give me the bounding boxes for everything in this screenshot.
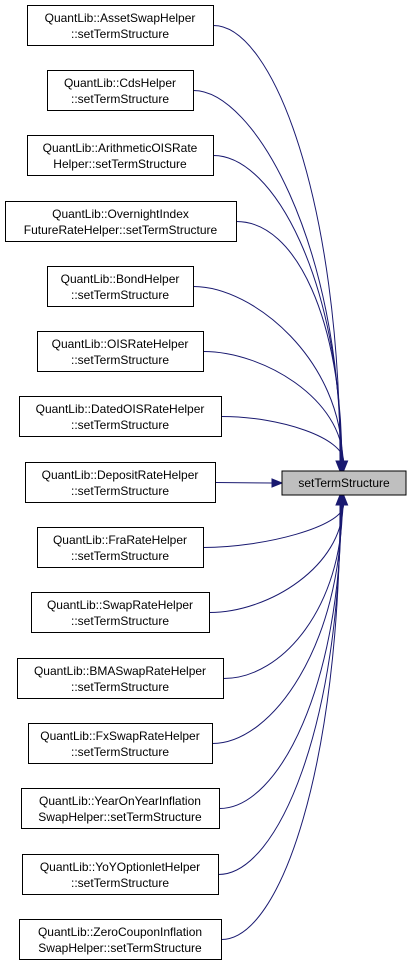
caller-node-label-line1: QuantLib::BMASwapRateHelper — [34, 664, 206, 678]
caller-nodes: QuantLib::AssetSwapHelper::setTermStruct… — [5, 5, 237, 960]
caller-node-label-line1: QuantLib::FraRateHelper — [53, 533, 187, 547]
call-edge — [218, 504, 342, 875]
caller-node-box[interactable] — [47, 266, 194, 307]
caller-node-label-line1: QuantLib::ArithmeticOISRate — [43, 141, 198, 155]
caller-node-label-line2: ::setTermStructure — [71, 745, 169, 759]
caller-node-label-line1: QuantLib::CdsHelper — [64, 76, 176, 90]
caller-node-label-line2: FutureRateHelper::setTermStructure — [24, 223, 218, 237]
call-edge — [209, 504, 344, 613]
caller-node-label-line1: QuantLib::YoYOptionletHelper — [40, 860, 200, 874]
caller-node[interactable]: QuantLib::DepositRateHelper::setTermStru… — [25, 462, 216, 503]
caller-node-label-line1: QuantLib::DatedOISRateHelper — [36, 402, 205, 416]
caller-node-box[interactable] — [25, 462, 216, 503]
arrowhead — [338, 460, 349, 473]
caller-node-label-line2: ::setTermStructure — [71, 92, 169, 106]
caller-node-label-line2: ::setTermStructure — [71, 614, 169, 628]
caller-node[interactable]: QuantLib::ArithmeticOISRateHelper::setTe… — [27, 135, 214, 176]
caller-node-label-line2: SwapHelper::setTermStructure — [38, 941, 202, 955]
caller-node-label-line1: QuantLib::OISRateHelper — [52, 337, 189, 351]
caller-node-label-line1: QuantLib::YearOnYearInflation — [39, 794, 201, 808]
call-edge — [213, 25, 341, 462]
caller-node-label-line1: QuantLib::FxSwapRateHelper — [40, 729, 199, 743]
caller-node-label-line2: ::setTermStructure — [71, 288, 169, 302]
caller-node-label-line2: ::setTermStructure — [71, 484, 169, 498]
caller-node-label-line2: ::setTermStructure — [71, 27, 169, 41]
call-edge — [203, 351, 344, 462]
caller-node-box[interactable] — [37, 527, 204, 568]
caller-node-label-line2: SwapHelper::setTermStructure — [38, 810, 202, 824]
caller-node-box[interactable] — [17, 658, 224, 699]
caller-node-box[interactable] — [21, 788, 220, 829]
caller-node-label-line2: ::setTermStructure — [71, 353, 169, 367]
call-edge — [221, 416, 345, 462]
caller-node-box[interactable] — [5, 201, 237, 242]
caller-node[interactable]: QuantLib::BMASwapRateHelper::setTermStru… — [17, 658, 224, 699]
caller-node[interactable]: QuantLib::OvernightIndexFutureRateHelper… — [5, 201, 237, 242]
call-edge — [219, 504, 342, 809]
call-edge — [203, 504, 345, 548]
caller-node[interactable]: QuantLib::YoYOptionletHelper::setTermStr… — [22, 854, 219, 895]
call-edge — [221, 504, 341, 940]
caller-node-label-line2: ::setTermStructure — [71, 549, 169, 563]
call-edge — [212, 504, 343, 744]
caller-node[interactable]: QuantLib::ZeroCouponInflationSwapHelper:… — [19, 919, 222, 960]
caller-node-label-line1: QuantLib::DepositRateHelper — [42, 468, 199, 482]
caller-node-label-line2: ::setTermStructure — [71, 680, 169, 694]
call-edge — [193, 286, 343, 462]
caller-node[interactable]: QuantLib::FxSwapRateHelper::setTermStruc… — [28, 723, 213, 764]
caller-node-box[interactable] — [47, 70, 194, 111]
target-node-label: setTermStructure — [298, 476, 390, 490]
caller-node[interactable]: QuantLib::SwapRateHelper::setTermStructu… — [31, 592, 210, 633]
caller-node-label-line2: ::setTermStructure — [71, 876, 169, 890]
caller-node-box[interactable] — [28, 723, 213, 764]
caller-node[interactable]: QuantLib::YearOnYearInflationSwapHelper:… — [21, 788, 220, 829]
target-node-box[interactable] — [281, 470, 407, 496]
caller-node[interactable]: QuantLib::OISRateHelper::setTermStructur… — [37, 331, 204, 372]
arrowhead — [335, 493, 345, 506]
arrowhead — [271, 478, 284, 488]
caller-node-box[interactable] — [27, 135, 214, 176]
caller-node-label-line1: QuantLib::OvernightIndex — [52, 207, 189, 221]
caller-node-label-line1: QuantLib::ZeroCouponInflation — [38, 925, 202, 939]
caller-node-label-line2: ::setTermStructure — [71, 418, 169, 432]
target-node[interactable]: setTermStructure — [281, 470, 407, 496]
call-edges — [193, 25, 349, 940]
caller-node-box[interactable] — [22, 854, 219, 895]
caller-node-box[interactable] — [19, 396, 222, 437]
caller-node-label-line2: Helper::setTermStructure — [53, 157, 187, 171]
caller-node-label-line1: QuantLib::SwapRateHelper — [47, 598, 193, 612]
caller-node-box[interactable] — [19, 919, 222, 960]
caller-node-label-line1: QuantLib::BondHelper — [61, 272, 180, 286]
caller-node-label-line1: QuantLib::AssetSwapHelper — [45, 11, 196, 25]
call-edge — [215, 482, 273, 484]
caller-node-box[interactable] — [31, 592, 210, 633]
caller-node[interactable]: QuantLib::AssetSwapHelper::setTermStruct… — [27, 5, 214, 46]
caller-node[interactable]: QuantLib::DatedOISRateHelper::setTermStr… — [19, 396, 222, 437]
caller-node[interactable]: QuantLib::CdsHelper::setTermStructure — [47, 70, 194, 111]
caller-node-box[interactable] — [37, 331, 204, 372]
call-edge — [236, 221, 343, 462]
caller-node[interactable]: QuantLib::BondHelper::setTermStructure — [47, 266, 194, 307]
caller-node-box[interactable] — [27, 5, 214, 46]
caller-node[interactable]: QuantLib::FraRateHelper::setTermStructur… — [37, 527, 204, 568]
